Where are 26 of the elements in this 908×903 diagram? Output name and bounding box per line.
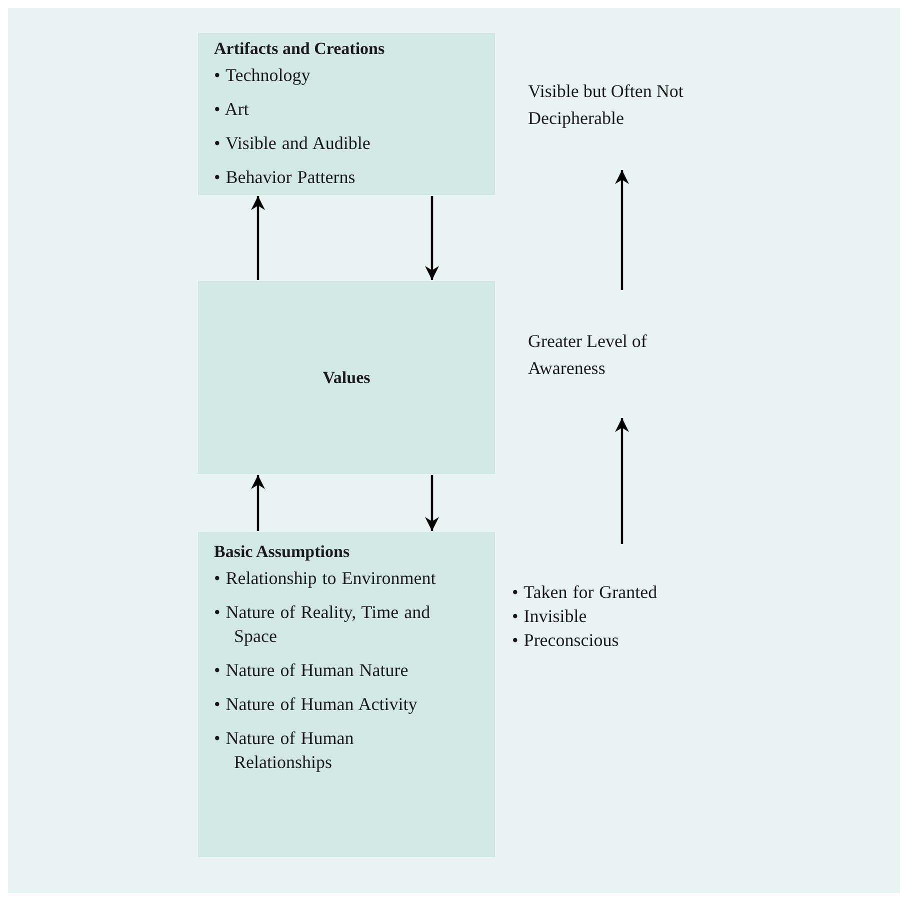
bullet-item: • Nature of Human Activity — [214, 693, 418, 716]
bullet-item: • Nature of Human Nature — [214, 659, 410, 682]
bullet-item: • Visible and Audible — [214, 132, 372, 155]
bullet-item: • Art — [214, 98, 250, 121]
arrow — [425, 475, 439, 531]
bullet-item: • Preconscious — [512, 629, 620, 652]
assumptions-box — [198, 532, 495, 857]
bullet-item: • Nature of Reality, Time and Space — [214, 601, 432, 648]
box-heading: Basic Assumptions — [214, 541, 351, 563]
bullet-item: • Relationship to Environment — [214, 567, 437, 590]
arrow — [615, 418, 629, 544]
arrow — [251, 475, 265, 531]
box-heading: Artifacts and Creations — [214, 38, 386, 60]
box-label: Values — [322, 368, 370, 388]
arrow — [251, 196, 265, 280]
values-box — [198, 281, 495, 474]
arrow — [425, 196, 439, 280]
bullet-item: • Nature of Human Relationships — [214, 727, 355, 774]
bullet-item: • Taken for Granted — [512, 581, 658, 604]
arrow — [615, 170, 629, 290]
level-label: Visible but Often Not Decipherable — [528, 80, 684, 130]
level-label: Greater Level of Awareness — [528, 330, 648, 380]
bullet-item: • Technology — [214, 64, 312, 87]
artifacts-box — [198, 33, 495, 195]
bullet-item: • Behavior Patterns — [214, 166, 356, 189]
bullet-item: • Invisible — [512, 605, 588, 628]
